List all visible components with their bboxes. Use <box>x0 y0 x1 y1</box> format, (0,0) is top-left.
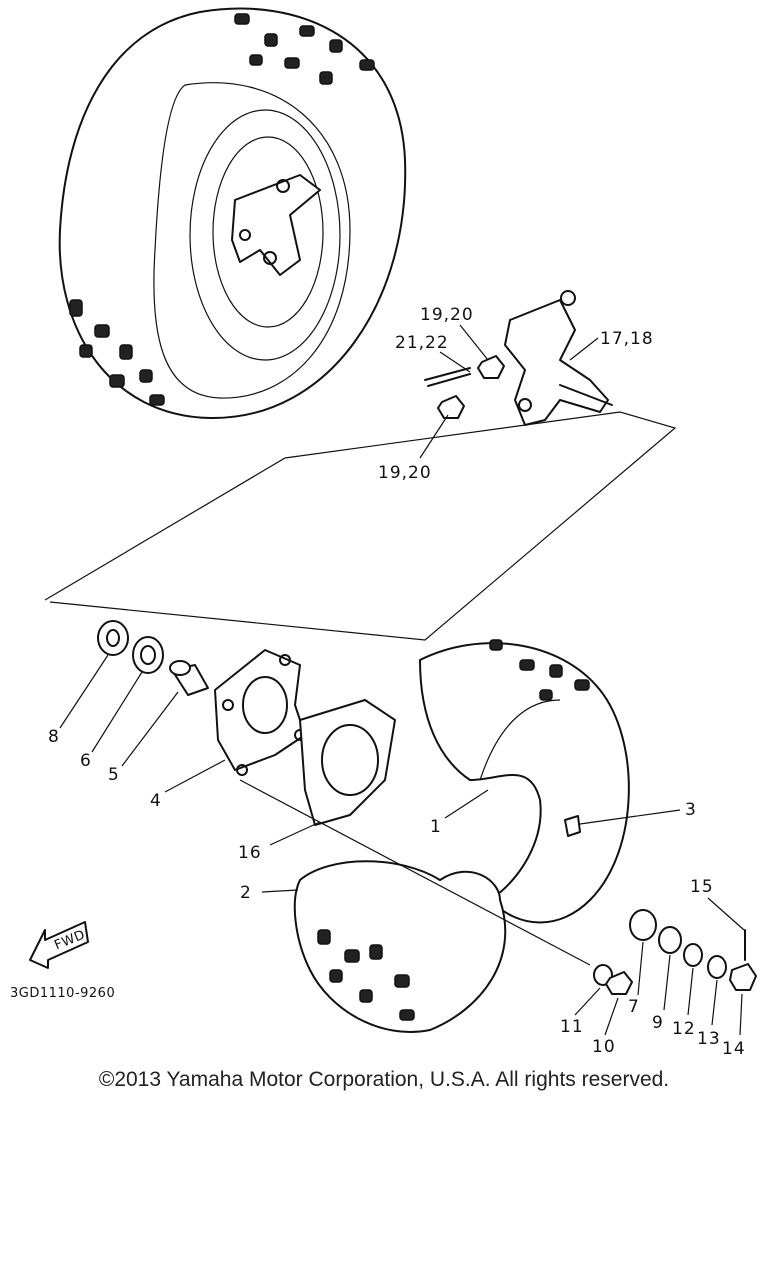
callouts: 19,20 21,22 17,18 19,20 8 6 5 4 16 1 3 2… <box>48 305 746 1059</box>
callout-17-18: 17,18 <box>600 329 654 349</box>
bearing-6 <box>132 636 164 674</box>
callout-5: 5 <box>108 765 120 785</box>
steering-knuckle <box>504 290 613 426</box>
assembly-line-axle <box>239 779 591 966</box>
callout-19-20-bottom: 19,20 <box>378 463 432 483</box>
brake-disc-16 <box>299 699 396 826</box>
callout-10: 10 <box>592 1037 616 1057</box>
callout-1: 1 <box>430 817 442 837</box>
spacer-5 <box>169 660 209 696</box>
callout-13: 13 <box>697 1029 721 1049</box>
callout-9: 9 <box>652 1013 664 1033</box>
diagram-code: 3GD1110-9260 <box>10 986 115 1001</box>
callout-15: 15 <box>690 877 714 897</box>
assembled-front-wheel <box>58 7 407 420</box>
cotter-pin-21 <box>424 367 471 387</box>
exploded-parts-diagram: FWD 3GD1110-9260 19,20 21,22 17,18 19,20… <box>10 7 757 1059</box>
callout-12: 12 <box>672 1019 696 1039</box>
callout-7: 7 <box>628 997 640 1017</box>
nut-19 <box>437 355 505 419</box>
callout-11: 11 <box>560 1017 584 1037</box>
axle-hardware-7-14 <box>593 909 757 995</box>
assembly-lines <box>44 411 677 641</box>
fwd-arrow-icon: FWD <box>29 921 89 969</box>
callout-8: 8 <box>48 727 60 747</box>
callout-6: 6 <box>80 751 92 771</box>
callout-4: 4 <box>150 791 162 811</box>
callout-16: 16 <box>238 843 262 863</box>
callout-2: 2 <box>240 883 252 903</box>
copyright-notice: ©2013 Yamaha Motor Corporation, U.S.A. A… <box>98 1068 670 1091</box>
callout-14: 14 <box>722 1039 746 1059</box>
callout-3: 3 <box>685 800 697 820</box>
wheel-half-2 <box>293 639 590 1033</box>
seal-8 <box>97 620 129 656</box>
hub-4 <box>214 649 306 776</box>
callout-19-20-top: 19,20 <box>420 305 474 325</box>
callout-21-22: 21,22 <box>395 333 449 353</box>
wheel-half-1 <box>419 642 630 924</box>
